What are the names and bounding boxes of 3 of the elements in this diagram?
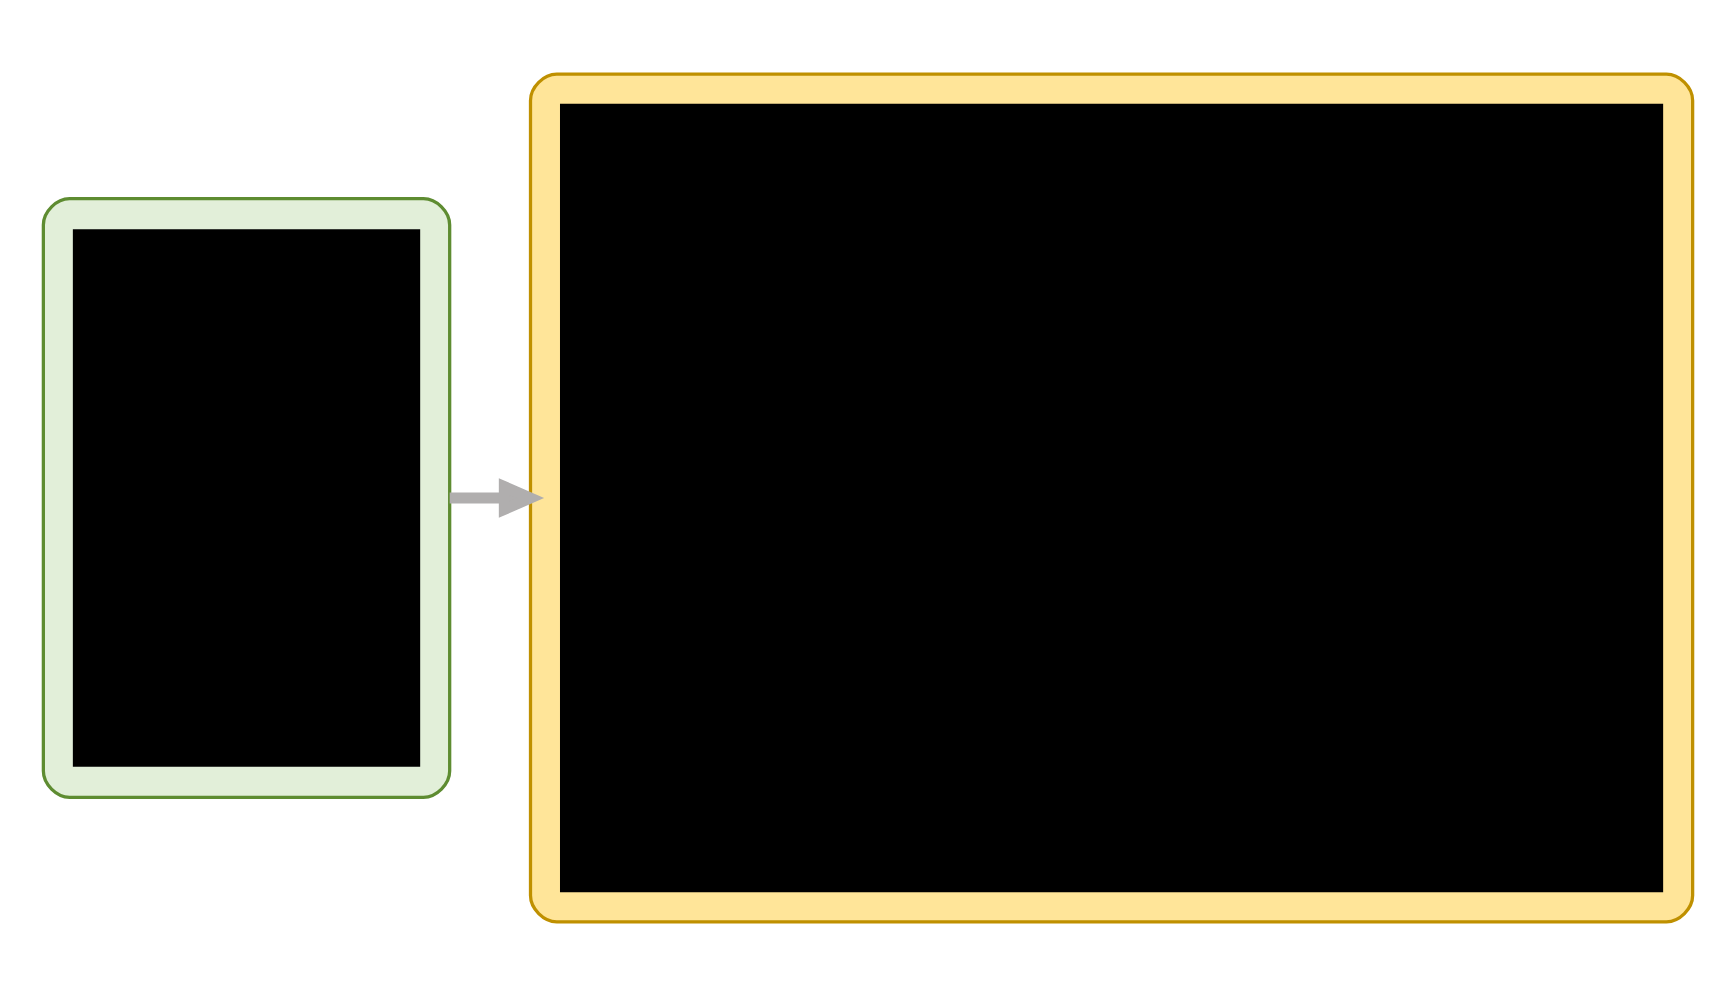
cluster bbox=[41, 196, 452, 798]
arrow bbox=[449, 477, 545, 517]
node-box bbox=[72, 228, 421, 766]
